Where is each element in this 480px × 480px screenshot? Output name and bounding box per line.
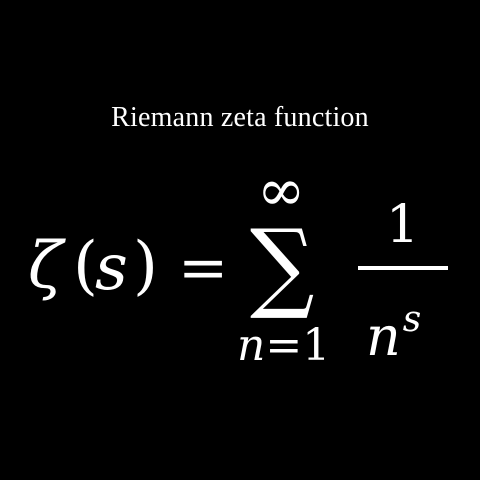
variable-s: s xyxy=(95,231,128,305)
zeta-symbol: ζ xyxy=(28,229,63,303)
title: Riemann zeta function xyxy=(111,102,369,133)
sum-index-equals: = xyxy=(265,320,303,371)
close-parenthesis: ) xyxy=(133,229,158,303)
sum-lower-limit: n=1 xyxy=(237,320,330,372)
fraction-numerator: 1 xyxy=(386,195,420,255)
open-parenthesis: ( xyxy=(73,229,98,303)
fraction-bar xyxy=(358,266,448,270)
denominator-exponent: s xyxy=(402,299,422,340)
sum-upper-limit: ∞ xyxy=(257,156,306,224)
summation-symbol: ∑ xyxy=(250,209,315,323)
fraction-denominator: ns xyxy=(366,288,421,369)
sum-index-start: 1 xyxy=(302,320,331,371)
sum-index-variable: n xyxy=(237,320,266,371)
equals-sign: = xyxy=(178,233,229,303)
denominator-base: n xyxy=(366,305,401,368)
